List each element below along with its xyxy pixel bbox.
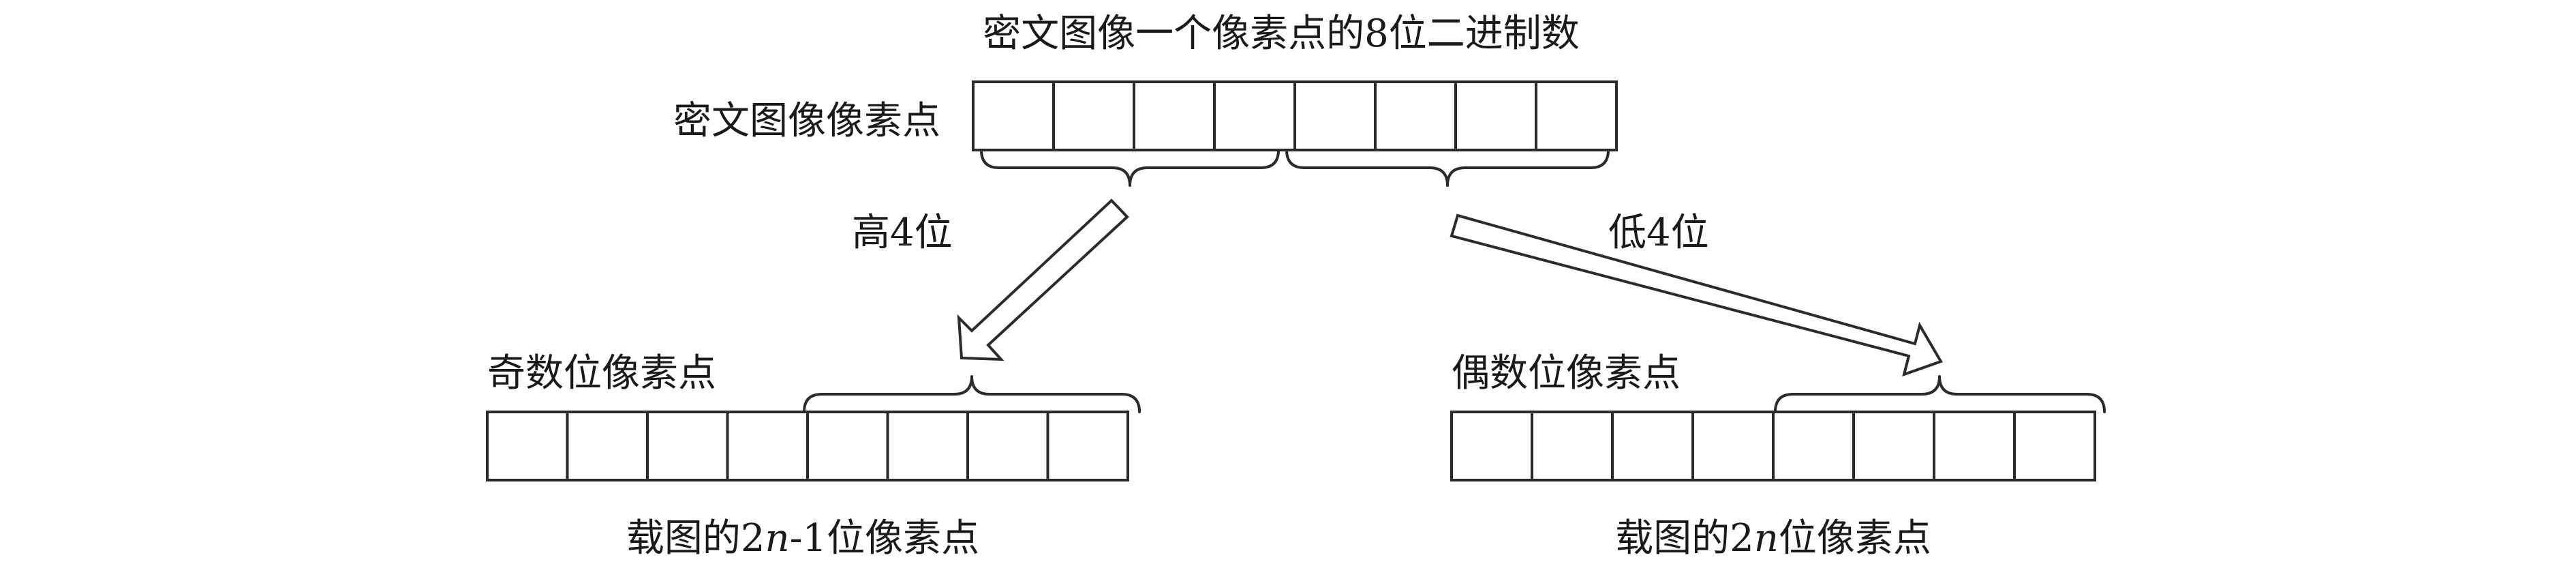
even-bit-cell-1	[1450, 411, 1533, 481]
diagram-title: 密文图像一个像素点的8位二进制数	[983, 12, 1580, 56]
cipher-bit-cell-3	[1133, 80, 1216, 151]
low-bits-arrow-icon	[1450, 213, 1943, 377]
even-bit-cell-7	[1933, 411, 2016, 481]
cipher-bit-cell-4	[1213, 80, 1296, 151]
even-pixel-caption: 载图的2n位像素点	[1615, 516, 1931, 561]
even-bit-cell-6	[1852, 411, 1935, 481]
odd-bit-cell-2	[566, 411, 649, 481]
cipher-bit-cell-5	[1293, 80, 1377, 151]
cipher-pixel-label: 密文图像像素点	[673, 99, 940, 143]
odd-pixel-bit-row	[486, 411, 1129, 481]
odd-bit-cell-5	[806, 411, 889, 481]
odd-bit-cell-7	[966, 411, 1049, 481]
high-bits-label: 高4位	[852, 211, 953, 255]
odd-bit-cell-6	[886, 411, 969, 481]
cipher-bit-cell-2	[1052, 80, 1135, 151]
low-bits-label: 低4位	[1608, 211, 1709, 255]
even-bit-cell-3	[1611, 411, 1694, 481]
cipher-bit-cell-6	[1374, 80, 1457, 151]
odd-bit-cell-3	[646, 411, 729, 481]
odd-pixel-caption: 载图的2n-1位像素点	[626, 516, 979, 561]
cipher-bit-cell-1	[972, 80, 1055, 151]
cipher-bit-cell-7	[1454, 80, 1537, 151]
even-pixel-brace	[1774, 375, 2106, 413]
odd-bit-cell-8	[1046, 411, 1129, 481]
cipher-pixel-bit-row	[972, 80, 1618, 151]
odd-bit-cell-4	[726, 411, 809, 481]
low-bits-brace	[1285, 149, 1610, 187]
odd-bit-cell-1	[486, 411, 569, 481]
even-bit-cell-5	[1772, 411, 1855, 481]
even-bit-cell-2	[1531, 411, 1614, 481]
odd-pixel-brace	[803, 375, 1141, 413]
cipher-bit-cell-8	[1535, 80, 1618, 151]
even-bit-cell-4	[1691, 411, 1775, 481]
high-bits-brace	[980, 149, 1280, 187]
even-pixel-bit-row	[1450, 411, 2096, 481]
even-pixel-label: 偶数位像素点	[1452, 351, 1681, 396]
high-bits-arrow-icon	[957, 198, 1129, 361]
even-bit-cell-8	[2013, 411, 2096, 481]
odd-pixel-label: 奇数位像素点	[487, 351, 716, 396]
